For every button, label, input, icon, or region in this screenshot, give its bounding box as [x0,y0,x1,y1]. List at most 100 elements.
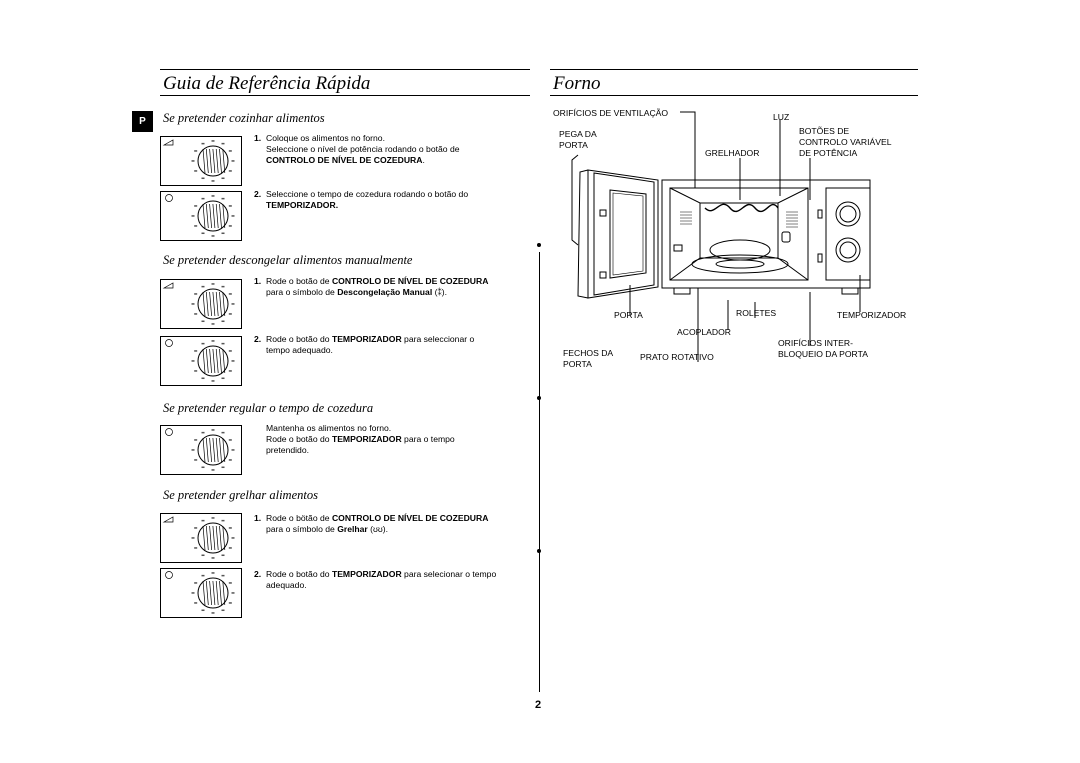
section-title-grill: Se pretender grelhar alimentos [163,488,318,502]
step-line: para o símbolo de [266,524,335,534]
knob-tick [211,180,215,182]
step-line: Rode o botão do [266,434,330,444]
column-divider [539,252,540,692]
step-text: Rode o botão do TEMPORIZADOR para seleci… [266,569,534,591]
power-control-label: CONTROLO DE NÍVEL DE COZEDURA [331,276,489,286]
knob-tick [228,225,232,227]
left-title: Guia de Referência Rápida [163,73,371,94]
knob-tick [211,283,215,285]
knob-dial [197,434,229,466]
knob-ridge [209,348,212,374]
time-text: Mantenha os alimentos no forno. Rode o b… [266,423,531,456]
knob-tick [201,466,205,469]
knob-ridge [202,148,206,174]
step-line: Coloque os alimentos no forno. [266,133,385,143]
power-icon [162,516,174,523]
power-level-knob-illustration [160,279,242,329]
knob-tick [194,602,198,604]
knob-tick [201,554,205,557]
oven-diagram [571,111,871,362]
divider-dot [537,243,541,247]
knob-tick [228,313,232,315]
step-text: Coloque os alimentos no forno. Seleccion… [266,133,460,165]
knob-tick [201,609,205,612]
knob-ridge [212,437,216,463]
knob-ridge [212,580,216,606]
step-number: 2. [254,569,262,579]
knob-tick [221,320,225,323]
knob-ridge [222,580,226,606]
label-line: PEGA DA [559,129,597,139]
left-title-rule [160,69,530,70]
knob-ridge [222,203,226,229]
light-window [781,231,791,243]
power-knob [835,201,861,227]
knob-tick [201,177,205,180]
coupler-label: ACOPLADOR [677,327,731,337]
knob-tick [201,285,205,288]
label-line: BLOQUEIO DA PORTA [778,349,868,359]
knob-tick [201,197,205,200]
step-line: Rode o botão do [266,569,330,579]
page-number: 2 [535,699,542,711]
knob-drawing [165,194,235,237]
step-line: para o tempo [404,434,455,444]
step-line: Mantenha os alimentos no forno. [266,423,392,433]
power-icon [162,139,174,146]
step-line: Rode o bötão de [266,513,330,523]
label-line: PORTA [563,359,592,369]
knob-ridge [209,203,212,229]
knob-ridge [219,580,222,606]
knob-drawing [162,516,235,559]
knob-tick [201,519,205,522]
power-level-knob-illustration [160,136,242,186]
knob-ridge [212,148,216,174]
label-line: FECHOS DA [563,348,614,358]
knob-tick [211,235,215,237]
knob-ridge [205,348,209,374]
label-line: BOTÕES DE [799,126,850,136]
knob-tick [194,582,198,584]
power-icon [162,282,174,289]
clock-icon [165,571,173,579]
knob-tick [228,350,232,352]
knob-ridge [222,148,226,174]
step-number: 2. [254,334,262,344]
knob-ridge [209,580,212,606]
step-number: 1. [254,513,262,523]
light-label: LUZ [773,112,790,122]
knob-tick [228,459,232,461]
knob-tick [221,342,225,345]
step-text: Rode o bötão de CONTROLO DE NÍVEL DE COZ… [266,513,489,534]
knob-tick [211,557,215,559]
step-line: Seleccione o nível de potência rodando o… [266,144,460,154]
timer-label: TEMPORIZADOR [331,569,402,579]
knob-tick [194,439,198,441]
knob-drawing [162,282,235,325]
left-title-underline [160,95,530,96]
timer-knob-illustration [160,568,242,618]
knob-tick [211,572,215,574]
knob-ridge [222,525,226,551]
oven-door [587,169,659,299]
knob-drawing [162,139,235,182]
knob-tick [221,609,225,612]
vent-label: ORIFÍCIOS DE VENTILAÇÃO [553,108,669,118]
knob-tick [201,431,205,434]
door-label: PORTA [614,310,643,320]
grill-label: Grelhar [337,524,368,534]
step-line: Rode o botão de [266,276,330,286]
grill-part-label: GRELHADOR [705,148,760,158]
right-title: Forno [553,73,601,94]
divider-dot [537,549,541,553]
knob-tick [231,537,235,539]
knob-tick [211,517,215,519]
knob-tick [221,554,225,557]
knob-tick [228,582,232,584]
knob-ridge [222,348,226,374]
knob-tick [211,380,215,382]
timer-knob-illustration [160,336,242,386]
clock-icon [165,194,173,202]
